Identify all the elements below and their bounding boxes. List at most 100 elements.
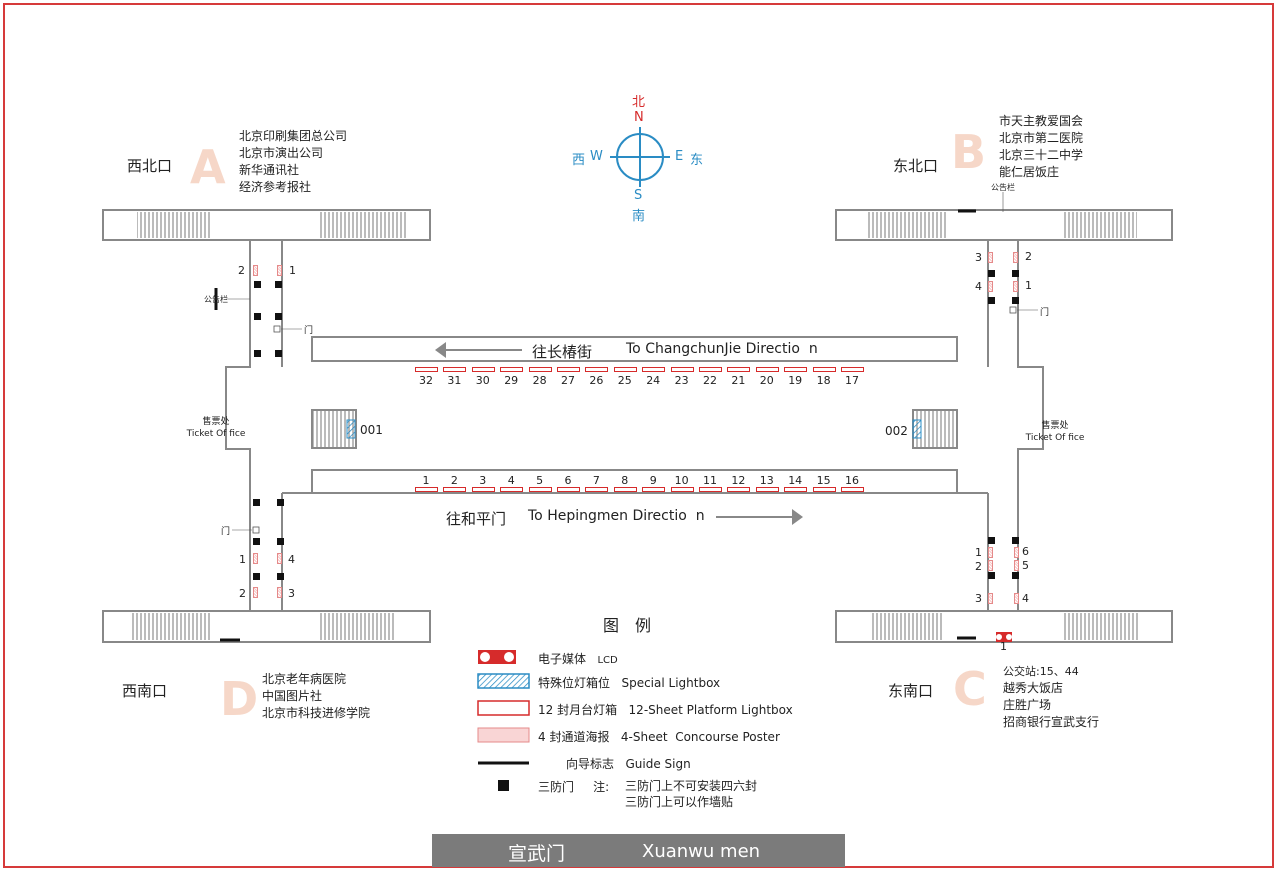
platform-lightbox — [443, 487, 467, 492]
legend-concourse: 4 封通道海报 4-Sheet Concourse Poster — [538, 730, 780, 744]
platform-north-track — [311, 336, 958, 362]
exit-d-name: 西南口 — [122, 682, 168, 700]
poster-number: 4 — [1022, 592, 1029, 605]
platform-lightbox-number: 19 — [788, 374, 803, 387]
compass-north: N — [634, 110, 644, 125]
platform-lightbox-number: 28 — [532, 374, 547, 387]
platform-lightbox — [415, 487, 438, 492]
blast-door — [275, 350, 282, 357]
compass-rose — [610, 127, 670, 187]
platform-lightbox — [528, 367, 552, 372]
poster-number: 3 — [975, 592, 982, 605]
poster-number: 1 — [239, 553, 246, 566]
platform-lightbox — [841, 487, 864, 492]
platform-lightbox-number: 15 — [816, 474, 831, 487]
station-name-cn: 宣武门 — [508, 843, 566, 865]
platform-lightbox — [670, 367, 694, 372]
exit-a-letter: A — [190, 140, 226, 194]
blast-door — [988, 537, 995, 544]
exit-b-letter: B — [951, 125, 987, 179]
exit-d-letter: D — [220, 672, 259, 726]
concourse-poster — [988, 547, 993, 558]
platform-lightbox-number: 1 — [422, 474, 430, 487]
platform-lightbox — [557, 487, 580, 492]
concourse-poster — [1014, 547, 1019, 558]
platform-lightbox-number: 5 — [536, 474, 544, 487]
door-label-sw: 门 — [221, 527, 231, 537]
platform-lightbox-number: 17 — [845, 374, 859, 387]
platform-lightbox — [585, 487, 609, 492]
exit-d-poi: 北京老年病医院中国图片社北京市科技进修学院 — [262, 672, 371, 720]
platform-lightbox-number: 9 — [649, 474, 657, 487]
platform-lightbox — [585, 367, 609, 372]
blast-door — [275, 313, 282, 320]
platform-lightbox-number: 10 — [674, 474, 689, 487]
platform-lightbox — [699, 487, 722, 492]
station-title-bar: 宣武门 Xuanwu men — [432, 834, 845, 867]
platform-lightbox-number: 14 — [788, 474, 803, 487]
platform-lightbox-number: 23 — [674, 374, 689, 387]
compass-south-cn: 南 — [632, 209, 646, 224]
door-label-ne: 门 — [1040, 308, 1050, 318]
platform-lightbox-number: 29 — [504, 374, 519, 387]
poster-number: 1 — [1025, 279, 1032, 292]
compass-east: E — [675, 149, 684, 164]
platform-lightbox — [471, 367, 495, 372]
platform-lightbox — [755, 367, 779, 372]
compass-north-cn: 北 — [632, 95, 646, 110]
platform-lightbox-number: 32 — [419, 374, 433, 387]
direction-south-cn: 往和平门 — [446, 510, 507, 528]
platform-lightbox — [642, 367, 666, 372]
legend-title: 图 例 — [603, 616, 652, 635]
platform-lightbox-number: 16 — [845, 474, 859, 487]
poster-number: 2 — [239, 587, 246, 600]
platform-lightbox-number: 7 — [592, 474, 600, 487]
platform-lightbox-number: 21 — [731, 374, 746, 387]
blast-door — [988, 572, 995, 579]
blast-door — [277, 538, 284, 545]
exit-d-stairs — [102, 610, 431, 643]
page-frame — [3, 3, 1274, 868]
exit-b-name: 东北口 — [893, 157, 939, 175]
poster-number: 1 — [975, 546, 982, 559]
blast-door — [1012, 297, 1019, 304]
platform-lightbox-number: 11 — [703, 474, 717, 487]
compass-west-cn: 西 — [572, 153, 586, 168]
platform-lightbox-number: 6 — [564, 474, 572, 487]
platform-lightbox-number: 31 — [447, 374, 462, 387]
concourse-poster — [1013, 281, 1018, 292]
platform-lightbox-number: 26 — [589, 374, 604, 387]
concourse-poster — [988, 252, 993, 263]
poster-number: 2 — [238, 264, 245, 277]
platform-lightbox-number: 24 — [646, 374, 661, 387]
platform-lightbox-number: 18 — [816, 374, 831, 387]
direction-south-en: To Hepingmen Directio n — [528, 508, 705, 524]
platform-lightbox-number: 3 — [479, 474, 487, 487]
platform-lightbox — [642, 487, 666, 492]
poster-number: 3 — [975, 251, 982, 264]
platform-lightbox — [784, 367, 808, 372]
platform-lightbox — [755, 487, 779, 492]
platform-lightbox-number: 13 — [759, 474, 774, 487]
platform-lightbox — [613, 487, 637, 492]
exit-a-poi: 北京印刷集团总公司北京市演出公司新华通讯社经济参考报社 — [239, 129, 348, 194]
platform-lightbox-number: 8 — [621, 474, 629, 487]
concourse-poster — [253, 265, 258, 276]
blast-door — [988, 297, 995, 304]
platform-lightbox — [613, 367, 637, 372]
concourse-poster — [1014, 560, 1019, 571]
platform-lightbox — [500, 487, 524, 492]
blast-door — [1012, 537, 1019, 544]
exit-c-name: 东南口 — [888, 682, 934, 700]
platform-lightbox — [812, 487, 836, 492]
platform-lightbox-number: 25 — [617, 374, 632, 387]
direction-north-cn: 往长椿街 — [532, 343, 593, 361]
compass-west: W — [590, 149, 603, 164]
poster-number: 5 — [1022, 559, 1029, 572]
concourse-poster — [1014, 593, 1019, 604]
blast-door — [253, 573, 260, 580]
compass-east-cn: 东 — [690, 153, 704, 168]
